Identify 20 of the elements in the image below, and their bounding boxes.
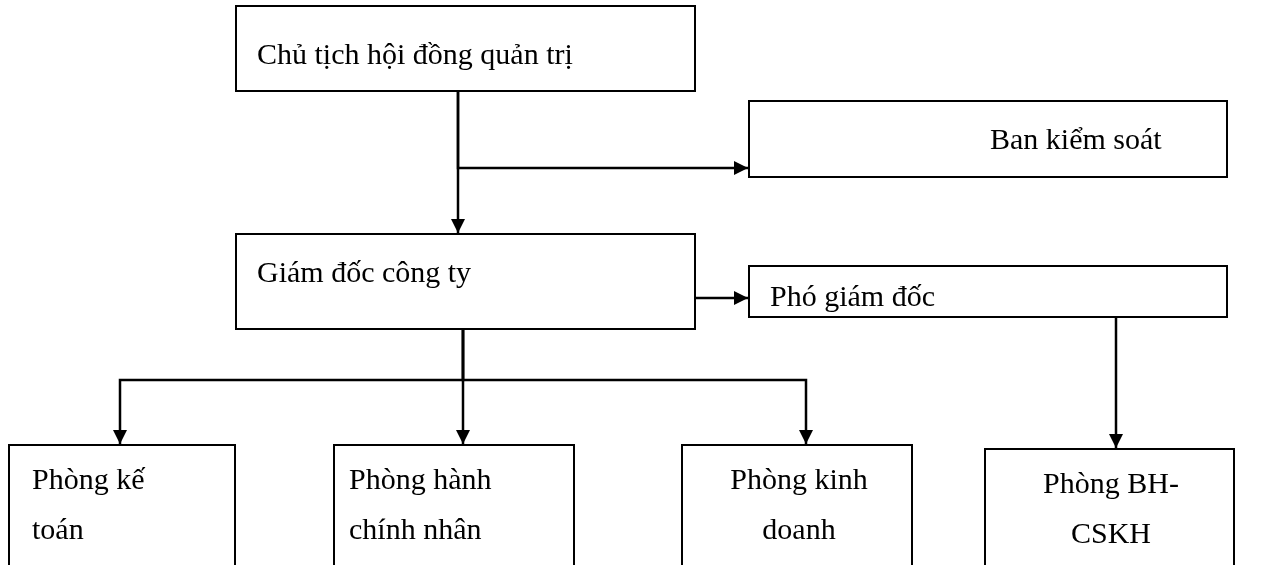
org-box (8, 444, 236, 565)
org-box (748, 265, 1228, 318)
org-box (333, 444, 575, 565)
box-label: Phòng hành chính nhân (349, 461, 493, 547)
org-box (748, 100, 1228, 178)
box-label: Chủ tịch hội đồng quản trị (257, 36, 574, 72)
org-box (235, 233, 696, 330)
arrow (461, 330, 813, 444)
arrow (1109, 318, 1123, 448)
box-label: Phòng kế toán (32, 461, 146, 547)
box-label: Ban kiểm soát (990, 121, 1163, 157)
org-box (681, 444, 913, 565)
box-label: Giám đốc công ty (257, 254, 473, 290)
arrow (696, 291, 748, 305)
box-label: Phòng BH-CSKH (1042, 465, 1180, 551)
box-label: Phòng kinh doanh (729, 461, 869, 547)
box-label: Phó giám đốc (770, 278, 936, 314)
arrow (456, 92, 748, 175)
org-box (235, 5, 696, 92)
org-box (984, 448, 1235, 565)
